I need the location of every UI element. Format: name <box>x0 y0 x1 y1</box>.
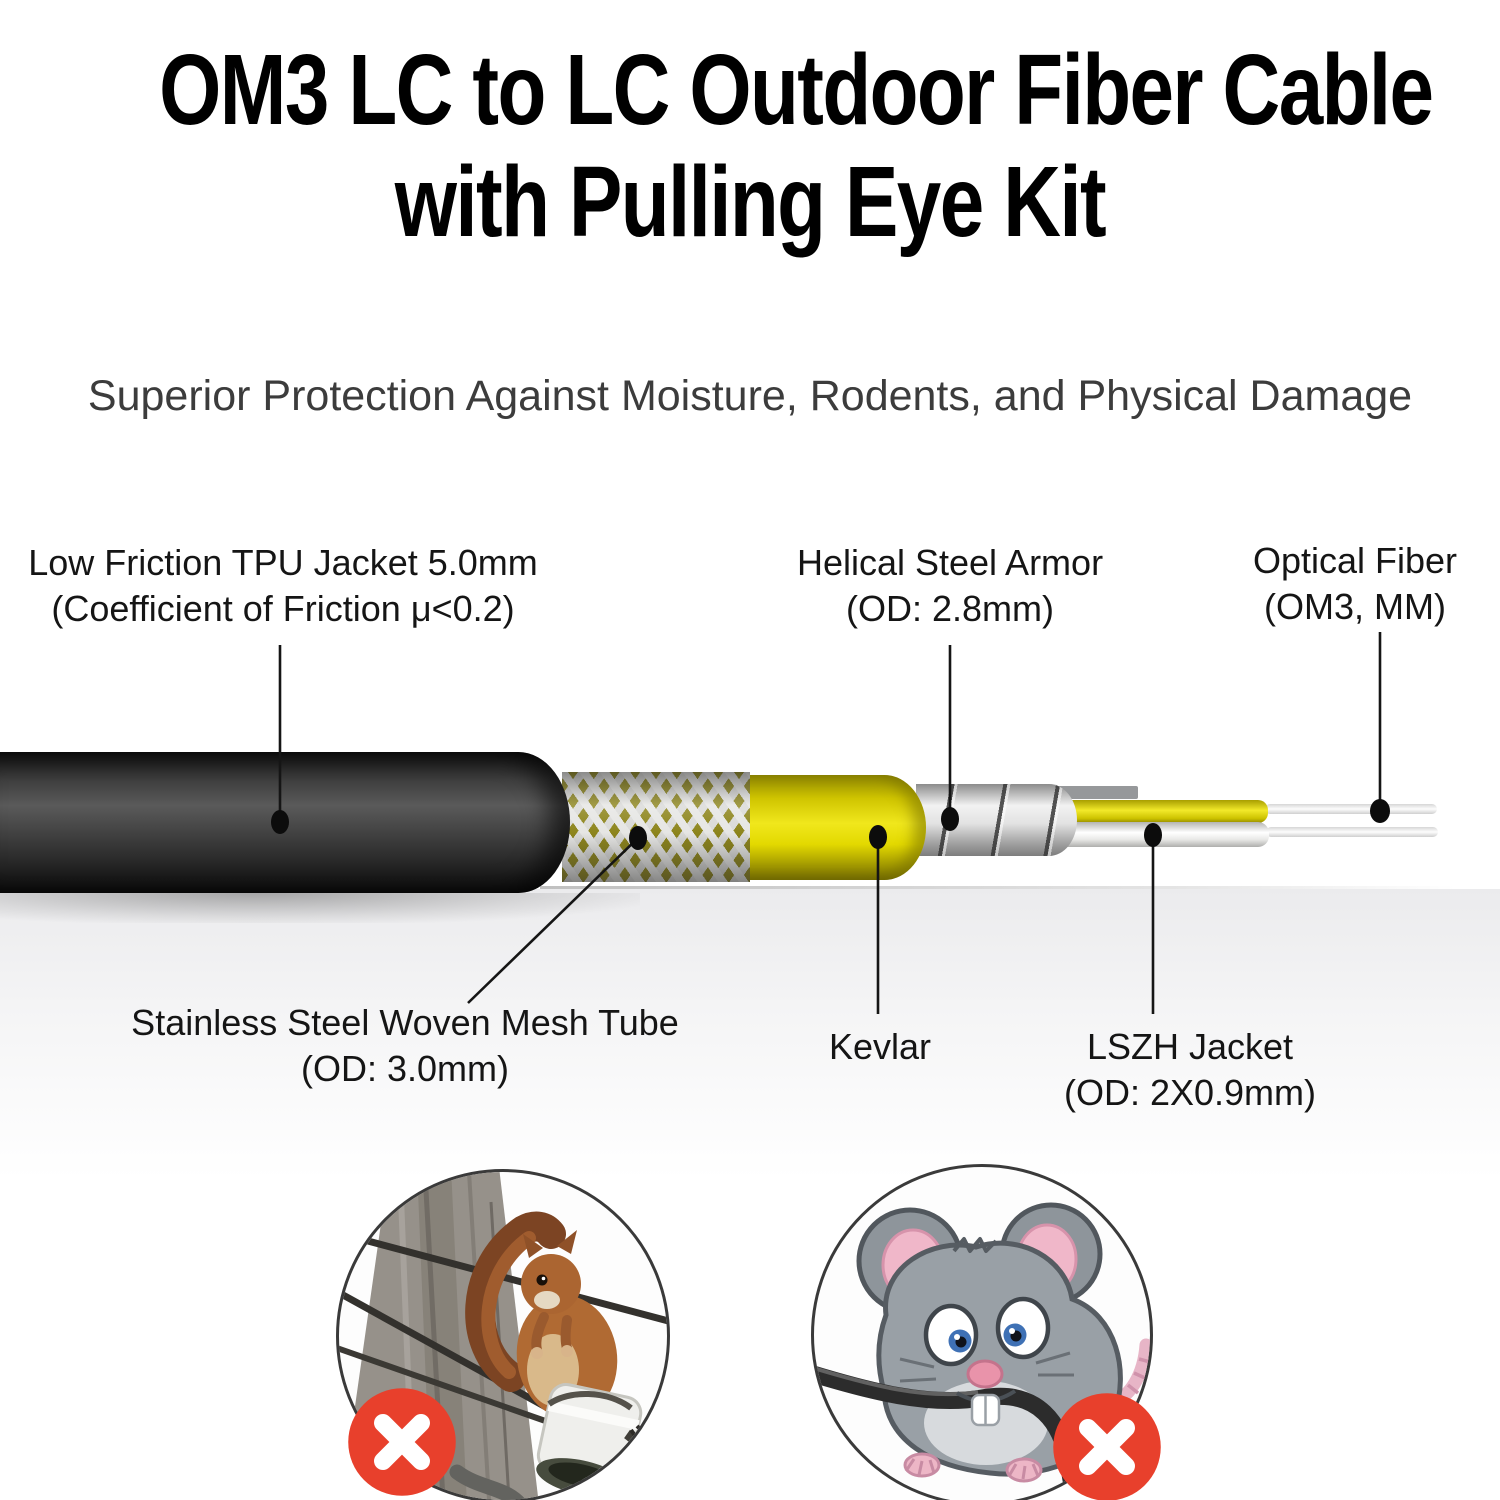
squirrel-ear <box>523 1234 543 1258</box>
squirrel-ear <box>557 1230 577 1254</box>
paw-fingers <box>1007 1463 1040 1480</box>
lszh-yellow-jacket-layer <box>1040 800 1268 823</box>
bare-optical-fiber-top <box>1265 804 1437 814</box>
leader-dot-kevlar <box>869 825 887 849</box>
squirrel-muzzle <box>534 1291 560 1309</box>
label-lszh-line2: (OD: 2X0.9mm) <box>1063 1072 1317 1113</box>
label-fiber-line1: Optical Fiber <box>1252 540 1458 581</box>
page-subtitle: Superior Protection Against Moisture, Ro… <box>87 372 1413 420</box>
leader-dot-armor <box>941 807 959 831</box>
label-kevlar: Kevlar <box>829 1024 931 1070</box>
kevlar-yellow-layer <box>744 775 926 880</box>
squirrel-paw <box>561 1345 573 1357</box>
whiskers <box>899 1351 1074 1383</box>
squirrel-paw <box>531 1347 543 1359</box>
leader-line-mesh <box>467 837 639 1004</box>
label-optical-fiber: Optical Fiber (OM3, MM) <box>1253 538 1457 630</box>
page-title: OM3 LC to LC Outdoor Fiber Cable with Pu… <box>0 34 1500 258</box>
mouse-nose <box>966 1359 1004 1389</box>
leader-dots <box>271 799 1390 850</box>
eye-glint <box>1009 1328 1015 1334</box>
squirrel-tail-highlight <box>481 1231 536 1379</box>
leader-lines <box>278 632 1382 1014</box>
floor-shading <box>0 889 1500 1179</box>
label-armor-line2: (OD: 2.8mm) <box>845 588 1055 629</box>
x-icon <box>1053 1393 1161 1500</box>
label-steel-armor: Helical Steel Armor (OD: 2.8mm) <box>797 540 1103 632</box>
label-tpu-jacket: Low Friction TPU Jacket 5.0mm (Coefficie… <box>28 540 537 632</box>
label-lszh-jacket: LSZH Jacket (OD: 2X0.9mm) <box>1064 1024 1316 1116</box>
x-glyph <box>1079 1419 1135 1475</box>
leader-dot-mesh <box>629 826 647 850</box>
prohibited-x-badge-squirrel <box>346 1386 458 1498</box>
x-glyph <box>374 1414 430 1470</box>
eye-glint <box>954 1334 960 1340</box>
x-icon <box>348 1388 456 1496</box>
bare-optical-fiber-bottom <box>1266 827 1438 837</box>
paw-fingers <box>904 1458 936 1476</box>
label-mesh-tube: Stainless Steel Woven Mesh Tube (OD: 3.0… <box>131 1000 679 1092</box>
label-mesh-line1: Stainless Steel Woven Mesh Tube <box>131 1002 679 1043</box>
title-line-1: OM3 LC to LC Outdoor Fiber Cable <box>159 34 1434 146</box>
steel-mesh-tube-layer <box>562 772 750 882</box>
leader-dot-tpu <box>271 810 289 834</box>
label-lszh-line1: LSZH Jacket <box>1086 1026 1294 1067</box>
squirrel-eye-glint <box>541 1276 546 1281</box>
label-tpu-line1: Low Friction TPU Jacket 5.0mm <box>28 542 538 583</box>
leader-dot-lszh <box>1144 823 1162 847</box>
label-fiber-line2: (OM3, MM) <box>1264 586 1446 627</box>
prohibited-x-badge-mouse <box>1051 1391 1163 1500</box>
squirrel-arm <box>560 1315 572 1353</box>
label-kevlar-line1: Kevlar <box>828 1026 932 1067</box>
cable-shadow <box>0 893 640 923</box>
leader-dot-fiber <box>1370 799 1390 823</box>
surface-seam-line <box>540 886 1455 889</box>
fur-tufts <box>952 1237 998 1253</box>
title-line-2: with Pulling Eye Kit <box>394 146 1107 258</box>
aerial-cable <box>339 1345 555 1427</box>
gray-cable <box>449 1464 526 1500</box>
tie-wire <box>547 1391 633 1411</box>
label-tpu-line2: (Coefficient of Friction μ<0.2) <box>51 588 515 629</box>
steel-armor-foil-tab <box>1058 786 1138 799</box>
insulator-ridge <box>547 1401 640 1431</box>
label-armor-line1: Helical Steel Armor <box>796 542 1104 583</box>
label-mesh-line2: (OD: 3.0mm) <box>300 1048 510 1089</box>
squirrel-eye <box>536 1274 548 1286</box>
